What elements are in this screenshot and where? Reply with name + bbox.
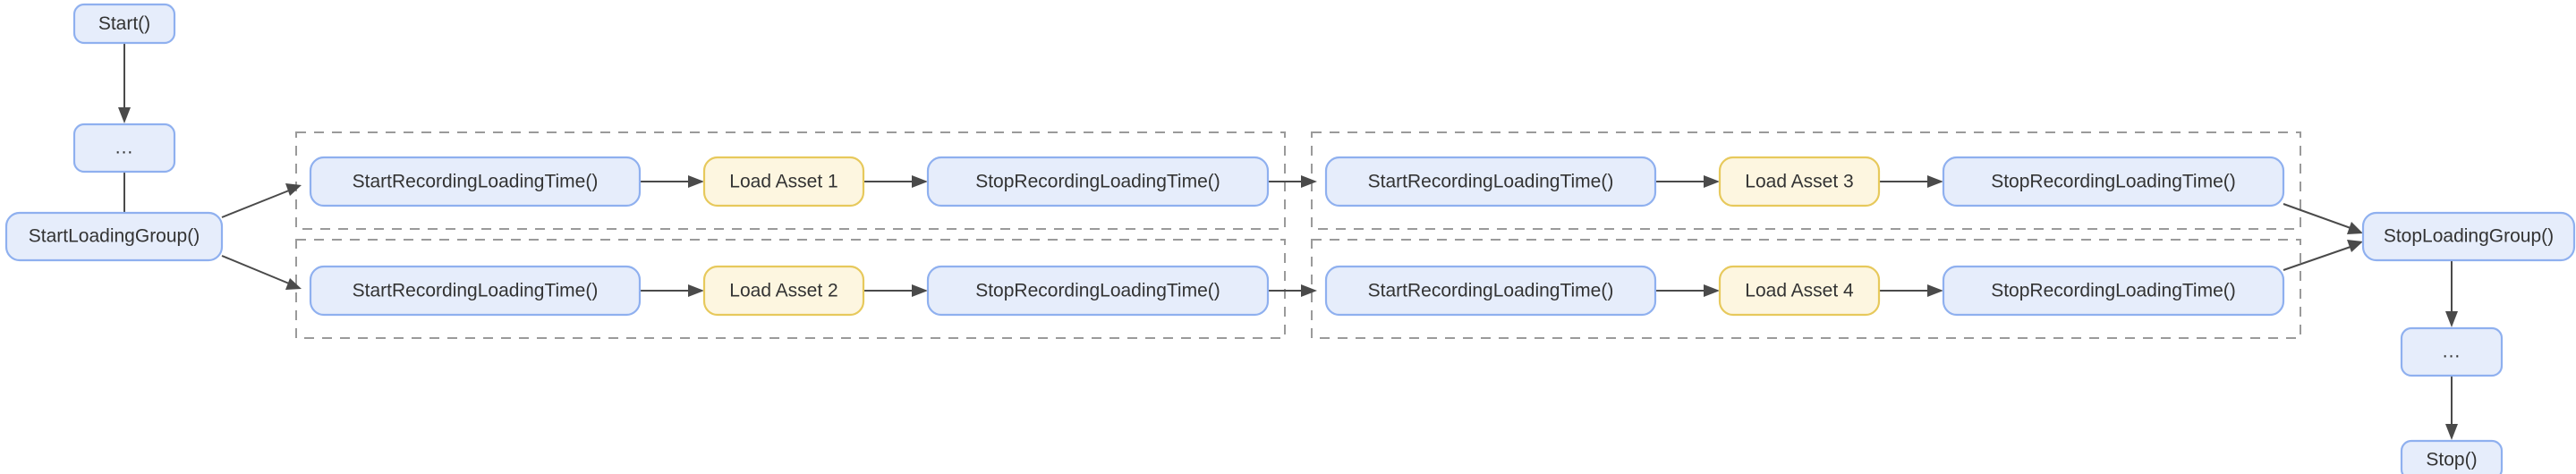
node-start-loading-group[interactable]: StartLoadingGroup() [4,211,224,262]
node-g1r2-stop-rec[interactable]: StopRecordingLoadingTime() [926,265,1270,317]
node-start-shape[interactable] [72,3,176,45]
node-start-label: Start() [98,13,150,34]
node-g1r1-stop-rec-label: StopRecordingLoadingTime() [975,172,1220,192]
node-pre-ellipsis[interactable]: ... [72,123,176,174]
edge-g1r2-load-to-stop [863,284,928,297]
node-g1r2-stop-rec-shape[interactable] [926,265,1270,317]
edge-start-loading-group-to-g1r2 [221,255,302,290]
node-g2r1-stop-rec-label: StopRecordingLoadingTime() [1991,172,2236,192]
edge-start-loading-group-to-g1r1 [221,183,302,218]
group-1-row-1-frame [295,131,1286,230]
node-post-ellipsis[interactable]: ... [2400,326,2504,377]
node-post-ellipsis-shape[interactable] [2400,326,2504,377]
node-g1r1-start-rec-label: StartRecordingLoadingTime() [353,172,599,192]
node-g1r1-load-label: Load Asset 1 [729,172,837,192]
group-2-row-1-frame [1311,131,2301,230]
edge-start-to-ellipsis [118,43,131,123]
node-g2r1-stop-rec-shape[interactable] [1942,156,2285,207]
node-g1r2-stop-rec-label: StopRecordingLoadingTime() [975,281,1220,301]
edge-g1r2-to-g2r2 [1268,284,1317,297]
node-g2r1-load-label: Load Asset 3 [1745,172,1853,192]
edge-g2r2-start-to-load [1655,284,1720,297]
node-g2r1-start-rec[interactable]: StartRecordingLoadingTime() [1324,156,1657,207]
node-g2r2-stop-rec-shape[interactable] [1942,265,2285,317]
edge-stop-loading-group-to-ellipsis [2445,259,2458,327]
node-g2r2-stop-rec[interactable]: StopRecordingLoadingTime() [1942,265,2285,317]
node-g2r1-start-rec-label: StartRecordingLoadingTime() [1368,172,1614,192]
node-g1r2-start-rec[interactable]: StartRecordingLoadingTime() [309,265,642,317]
group-frames [295,131,2301,339]
group-1-row-2-frame [295,239,1286,339]
node-stop[interactable]: Stop() [2400,439,2504,474]
node-g1r2-load-shape[interactable] [702,265,865,317]
node-g2r1-load-shape[interactable] [1718,156,1881,207]
edge-g2r1-load-to-stop [1879,175,1943,188]
node-g1r1-stop-rec-shape[interactable] [926,156,1270,207]
node-g1r1-load[interactable]: Load Asset 1 [702,156,865,207]
node-g2r1-load[interactable]: Load Asset 3 [1718,156,1881,207]
node-g2r2-start-rec[interactable]: StartRecordingLoadingTime() [1324,265,1657,317]
node-stop-loading-group-label: StopLoadingGroup() [2384,226,2554,247]
node-pre-ellipsis-shape[interactable] [72,123,176,174]
node-g1r2-load-label: Load Asset 2 [729,281,837,301]
node-g1r1-load-shape[interactable] [702,156,865,207]
node-g2r2-load-shape[interactable] [1718,265,1881,317]
edge-g2r2-to-stop-loading-group [2283,240,2363,271]
node-g2r1-start-rec-shape[interactable] [1324,156,1657,207]
node-g1r1-start-rec-shape[interactable] [309,156,642,207]
edge-g2r1-to-stop-loading-group [2283,203,2363,234]
node-pre-ellipsis-label: ... [115,138,134,158]
node-start-loading-group-shape[interactable] [4,211,224,262]
node-g1r2-start-rec-label: StartRecordingLoadingTime() [353,281,599,301]
node-g1r2-load[interactable]: Load Asset 2 [702,265,865,317]
edge-g2r2-load-to-stop [1879,284,1943,297]
node-start[interactable]: Start() [72,3,176,45]
edges [118,43,2458,440]
node-g2r2-start-rec-shape[interactable] [1324,265,1657,317]
node-g1r1-stop-rec[interactable]: StopRecordingLoadingTime() [926,156,1270,207]
node-stop-loading-group[interactable]: StopLoadingGroup() [2361,211,2576,262]
node-g2r2-stop-rec-label: StopRecordingLoadingTime() [1991,281,2236,301]
edge-g2r1-start-to-load [1655,175,1720,188]
node-g2r2-load-label: Load Asset 4 [1745,281,1854,301]
edge-g1r1-load-to-stop [863,175,928,188]
node-g2r2-start-rec-label: StartRecordingLoadingTime() [1368,281,1614,301]
node-g1r2-start-rec-shape[interactable] [309,265,642,317]
node-stop-shape[interactable] [2400,439,2504,474]
edge-g1r2-start-to-load [640,284,704,297]
edge-g1r1-to-g2r1 [1268,175,1317,188]
edge-g1r1-start-to-load [640,175,704,188]
node-post-ellipsis-label: ... [2443,342,2461,362]
edge-ellipsis-to-stop [2445,376,2458,440]
node-stop-label: Stop() [2426,450,2477,470]
node-stop-loading-group-shape[interactable] [2361,211,2576,262]
node-g2r2-load[interactable]: Load Asset 4 [1718,265,1881,317]
node-start-loading-group-label: StartLoadingGroup() [29,226,200,247]
node-g2r1-stop-rec[interactable]: StopRecordingLoadingTime() [1942,156,2285,207]
group-2-row-2-frame [1311,239,2301,339]
node-g1r1-start-rec[interactable]: StartRecordingLoadingTime() [309,156,642,207]
